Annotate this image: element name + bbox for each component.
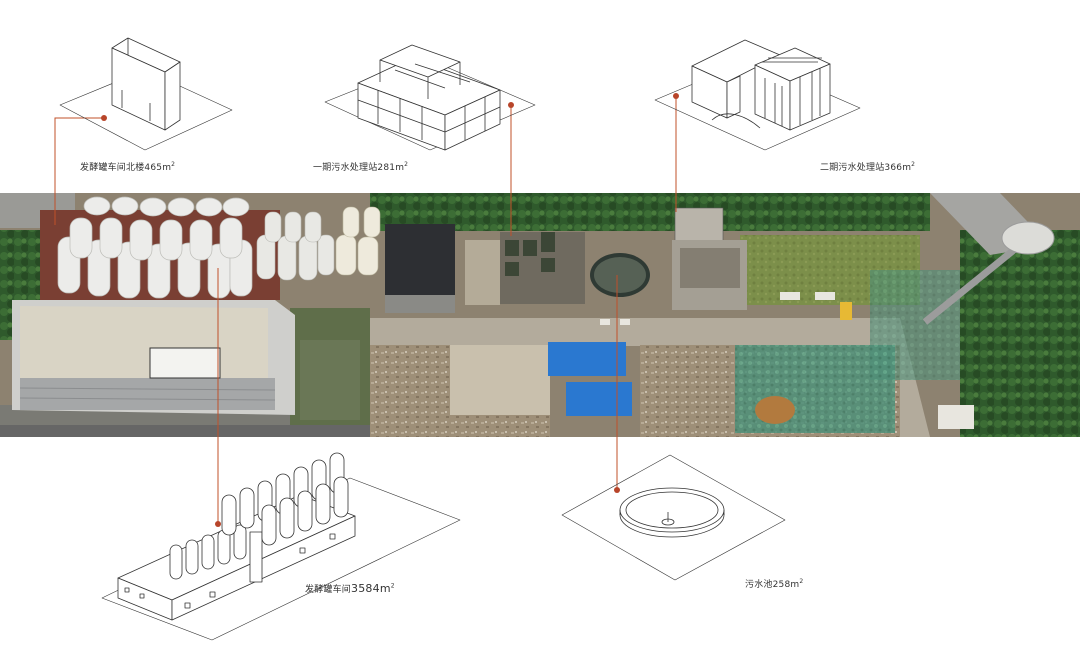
leader-north-building bbox=[54, 117, 104, 225]
label-phase1-station: 一期污水处理站281m2 bbox=[313, 160, 408, 173]
label-sewage-pool: 污水池258m2 bbox=[745, 577, 803, 590]
leader-lines bbox=[54, 96, 677, 524]
label-phase2-station: 二期污水处理站366m2 bbox=[820, 160, 915, 173]
label-north-building-name: 发酵罐车间北楼 bbox=[80, 163, 145, 173]
tank-workshop-axon bbox=[101, 452, 461, 641]
label-tank-workshop: 发酵罐车间3584m2 bbox=[305, 582, 395, 595]
label-north-building-area: 465m2 bbox=[144, 161, 176, 173]
label-phase2-station-area: 366m2 bbox=[884, 161, 916, 173]
aerial-photo bbox=[0, 193, 1080, 437]
label-north-building: 发酵罐车间北楼465m2 bbox=[80, 160, 175, 173]
leader-dots bbox=[101, 93, 679, 527]
label-sewage-pool-area: 258m2 bbox=[772, 578, 804, 590]
dot-phase2-station bbox=[673, 93, 679, 99]
label-sewage-pool-name: 污水池 bbox=[745, 580, 773, 590]
dot-sewage-pool bbox=[614, 487, 620, 493]
label-tank-workshop-area: 3584m2 bbox=[351, 582, 395, 595]
dot-north-building bbox=[101, 115, 107, 121]
label-phase2-station-name: 二期污水处理站 bbox=[820, 163, 885, 173]
phase2-station-axon bbox=[654, 39, 861, 151]
dot-tank-workshop bbox=[215, 521, 221, 527]
label-phase1-station-name: 一期污水处理站 bbox=[313, 163, 378, 173]
phase1-station-axon bbox=[324, 44, 536, 151]
sewage-pool-axon bbox=[561, 454, 786, 581]
dot-phase1-station bbox=[508, 102, 514, 108]
label-phase1-station-area: 281m2 bbox=[377, 161, 409, 173]
north-building-axon bbox=[59, 37, 233, 151]
label-tank-workshop-name: 发酵罐车间 bbox=[305, 585, 352, 595]
